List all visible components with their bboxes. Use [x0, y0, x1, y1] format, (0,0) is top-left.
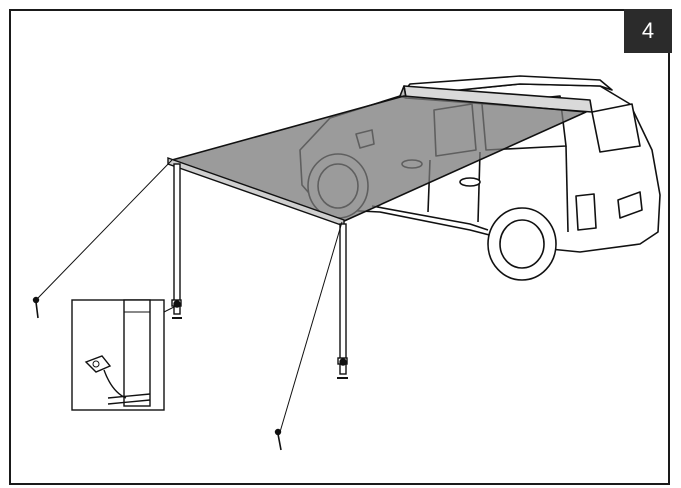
- step-number: 4: [641, 18, 655, 43]
- guy-ropes: [37, 159, 343, 433]
- peg-icon-right: [274, 428, 282, 451]
- left-support-pole: [171, 163, 182, 319]
- awning-canopy: [167, 95, 587, 227]
- detail-inset: [71, 299, 177, 411]
- step-number-badge: 4: [624, 9, 672, 53]
- awning-housing: [399, 85, 593, 113]
- right-support-pole: [337, 223, 348, 379]
- peg-icon: [32, 296, 40, 319]
